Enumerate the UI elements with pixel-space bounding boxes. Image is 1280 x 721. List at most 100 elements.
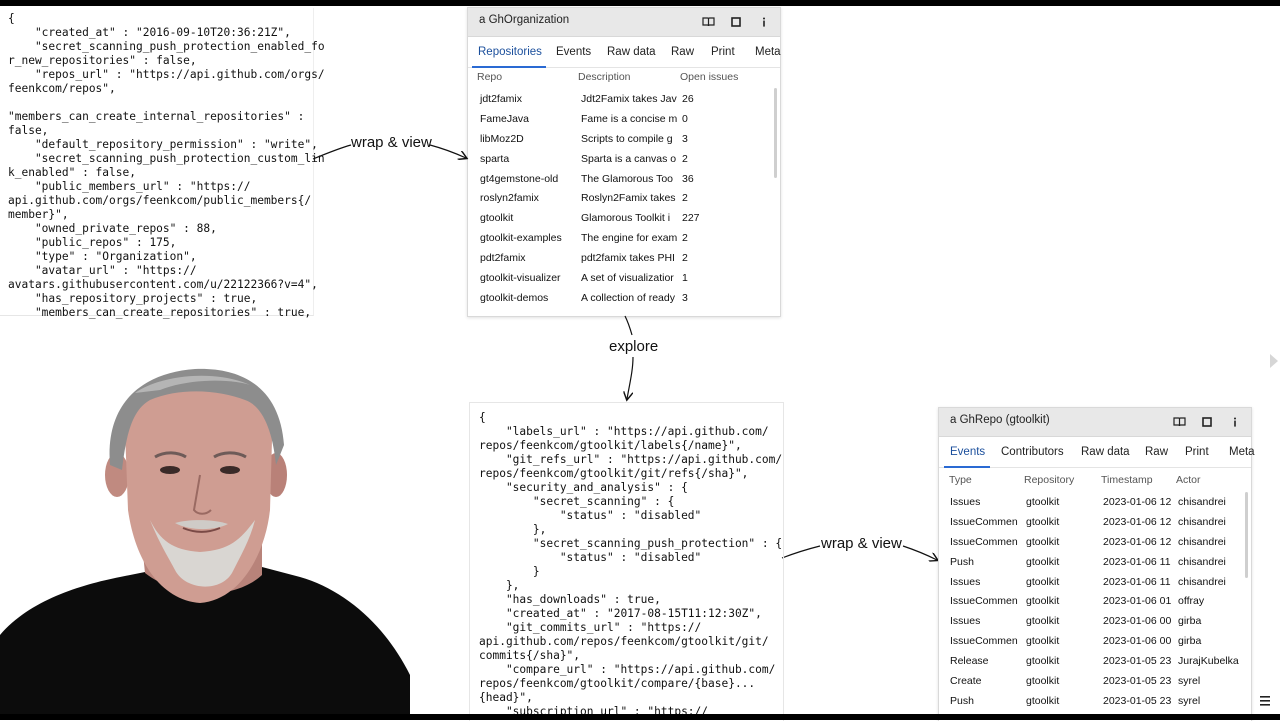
column-header-type[interactable]: Type [949, 474, 972, 486]
tab-contributors[interactable]: Contributors [1001, 446, 1064, 458]
code-line: { [479, 411, 486, 424]
code-line: "secret_scanning_push_protection_custom_… [8, 152, 325, 165]
inspector-title-bar: a GhRepo (gtoolkit) [939, 408, 1251, 437]
menu-icon[interactable] [1257, 694, 1273, 708]
table-cell: gtoolkit [1026, 555, 1060, 568]
table-cell: chisandrei [1178, 496, 1226, 508]
book-icon[interactable] [698, 12, 718, 32]
table-cell: 2023-01-06 00 [1103, 615, 1172, 628]
info-icon[interactable] [754, 12, 774, 32]
table-cell: gtoolkit-examples [480, 232, 562, 245]
table-cell: libMoz2D [480, 132, 524, 145]
code-line [8, 96, 313, 110]
window-icon[interactable] [726, 12, 746, 32]
table-cell: Push [950, 555, 974, 568]
tab-meta[interactable]: Meta [755, 46, 781, 58]
code-line: "owned_private_repos" : 88, [8, 222, 217, 235]
table-cell: 3 [682, 132, 688, 145]
code-line: "members_can_create_internal_repositorie… [8, 110, 305, 123]
org-raw-json-pane[interactable]: { "created_at" : "2016-09-10T20:36:21Z",… [0, 8, 325, 319]
column-header-actor[interactable]: Actor [1176, 474, 1201, 486]
info-icon[interactable] [1225, 412, 1245, 432]
table-cell: 2023-01-06 00 [1103, 635, 1172, 648]
tab-raw[interactable]: Raw [1145, 446, 1169, 458]
column-header-open-issues[interactable]: Open issues [680, 71, 739, 83]
tab-print[interactable]: Print [711, 46, 735, 58]
vertical-scrollbar[interactable] [774, 88, 777, 178]
table-cell: chisandrei [1178, 515, 1226, 528]
code-line: api.github.com/orgs/feenkcom/public_memb… [8, 194, 312, 207]
wrap-view-label-1: wrap & view [351, 134, 432, 151]
code-line: repos/feenkcom/gtoolkit/compare/{base}..… [479, 677, 756, 690]
org-raw-json-text: { "created_at" : "2016-09-10T20:36:21Z",… [0, 8, 325, 320]
column-header-timestamp[interactable]: Timestamp [1101, 474, 1153, 486]
table-cell: gtoolkit-demos [480, 291, 549, 304]
table-cell: Roslyn2Famix takes [581, 192, 676, 205]
table-cell: 2 [682, 232, 688, 245]
table-cell: pdt2famix [480, 252, 526, 265]
tab-print[interactable]: Print [1185, 446, 1209, 458]
code-line: "compare_url" : "https://api.github.com/ [479, 663, 776, 676]
table-cell: 2023-01-06 12 [1103, 535, 1172, 548]
window-icon[interactable] [1197, 412, 1217, 432]
chevron-right-icon[interactable] [1268, 353, 1280, 369]
code-line: r_new_repositories" : false, [8, 54, 197, 67]
table-cell: gt4gemstone-old [480, 172, 559, 185]
table-cell: 0 [682, 112, 688, 125]
tab-raw[interactable]: Raw [671, 46, 695, 58]
table-cell: Glamorous Toolkit i [581, 212, 671, 225]
vertical-scrollbar[interactable] [1245, 492, 1248, 578]
table-cell: 227 [682, 212, 700, 225]
table-cell: girba [1178, 635, 1202, 648]
tab-events[interactable]: Events [950, 446, 986, 458]
column-header-repository[interactable]: Repository [1024, 474, 1075, 486]
table-cell: roslyn2famix [480, 192, 539, 205]
table-cell: girba [1178, 615, 1202, 628]
column-header-repo[interactable]: Repo [477, 71, 503, 83]
tab-events[interactable]: Events [556, 46, 592, 58]
inspector-title: a GhRepo (gtoolkit) [950, 414, 1050, 426]
code-line: "repos_url" : "https://api.github.com/or… [8, 68, 325, 81]
top-black-bar [0, 0, 1280, 6]
tab-raw-data[interactable]: Raw data [1081, 446, 1130, 458]
tab-repositories[interactable]: Repositories [478, 46, 542, 58]
table-cell: chisandrei [1178, 555, 1226, 568]
tab-meta[interactable]: Meta [1229, 446, 1255, 458]
tab-raw-data[interactable]: Raw data [607, 46, 656, 58]
inspector-title-bar: a GhOrganization [468, 8, 780, 37]
code-line: }, [479, 579, 520, 592]
explore-label: explore [609, 338, 659, 355]
code-line: avatars.githubusercontent.com/u/22122366… [8, 278, 318, 291]
repo-raw-json-pane[interactable]: { "labels_url" : "https://api.github.com… [469, 402, 784, 721]
column-header-description[interactable]: Description [578, 71, 631, 83]
gh-organization-inspector[interactable]: a GhOrganization Repositories Events Raw… [467, 7, 781, 317]
code-line: "public_repos" : 175, [8, 236, 177, 249]
table-cell: 1 [682, 272, 688, 285]
book-icon[interactable] [1169, 412, 1189, 432]
gh-repo-inspector[interactable]: a GhRepo (gtoolkit) Events Contributors … [938, 407, 1255, 721]
